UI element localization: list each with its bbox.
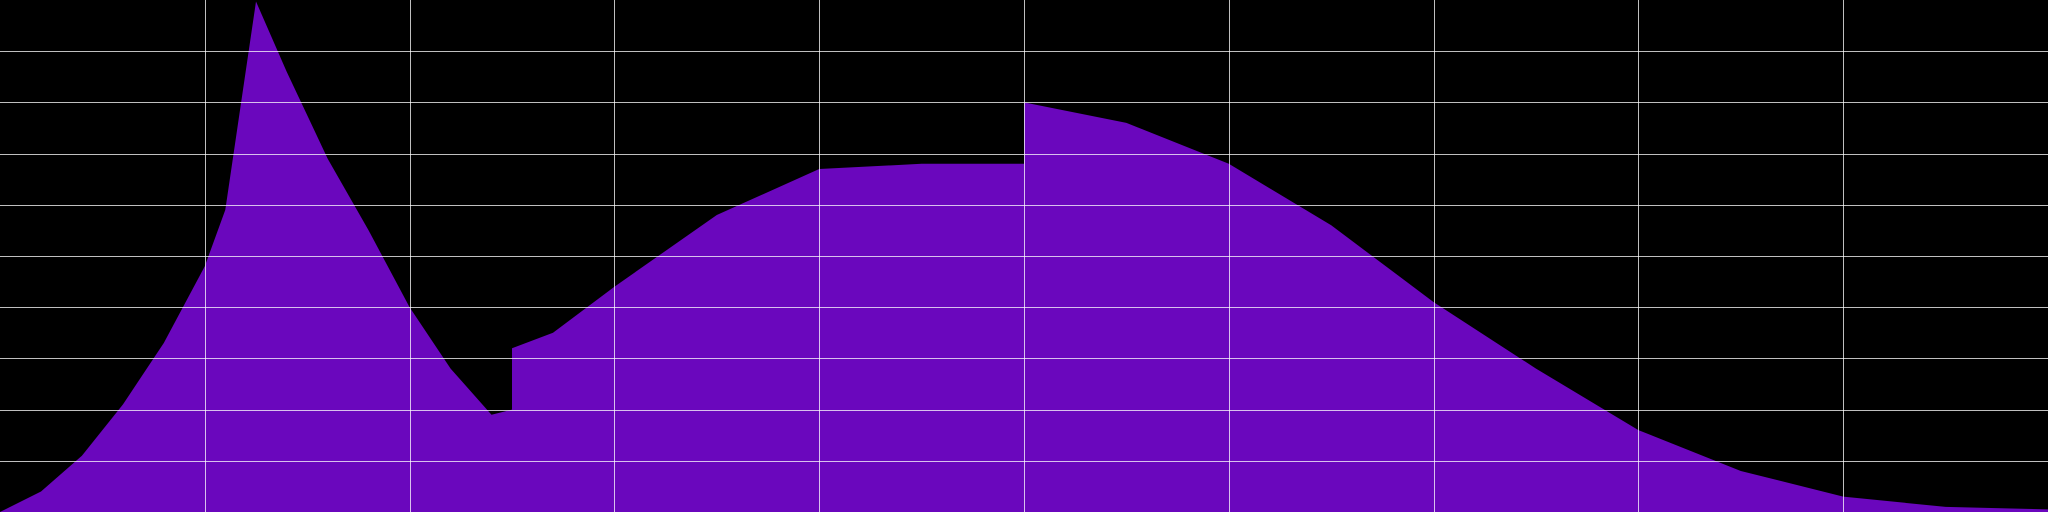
area-chart [0, 0, 2048, 512]
grid-layer [0, 0, 2048, 512]
